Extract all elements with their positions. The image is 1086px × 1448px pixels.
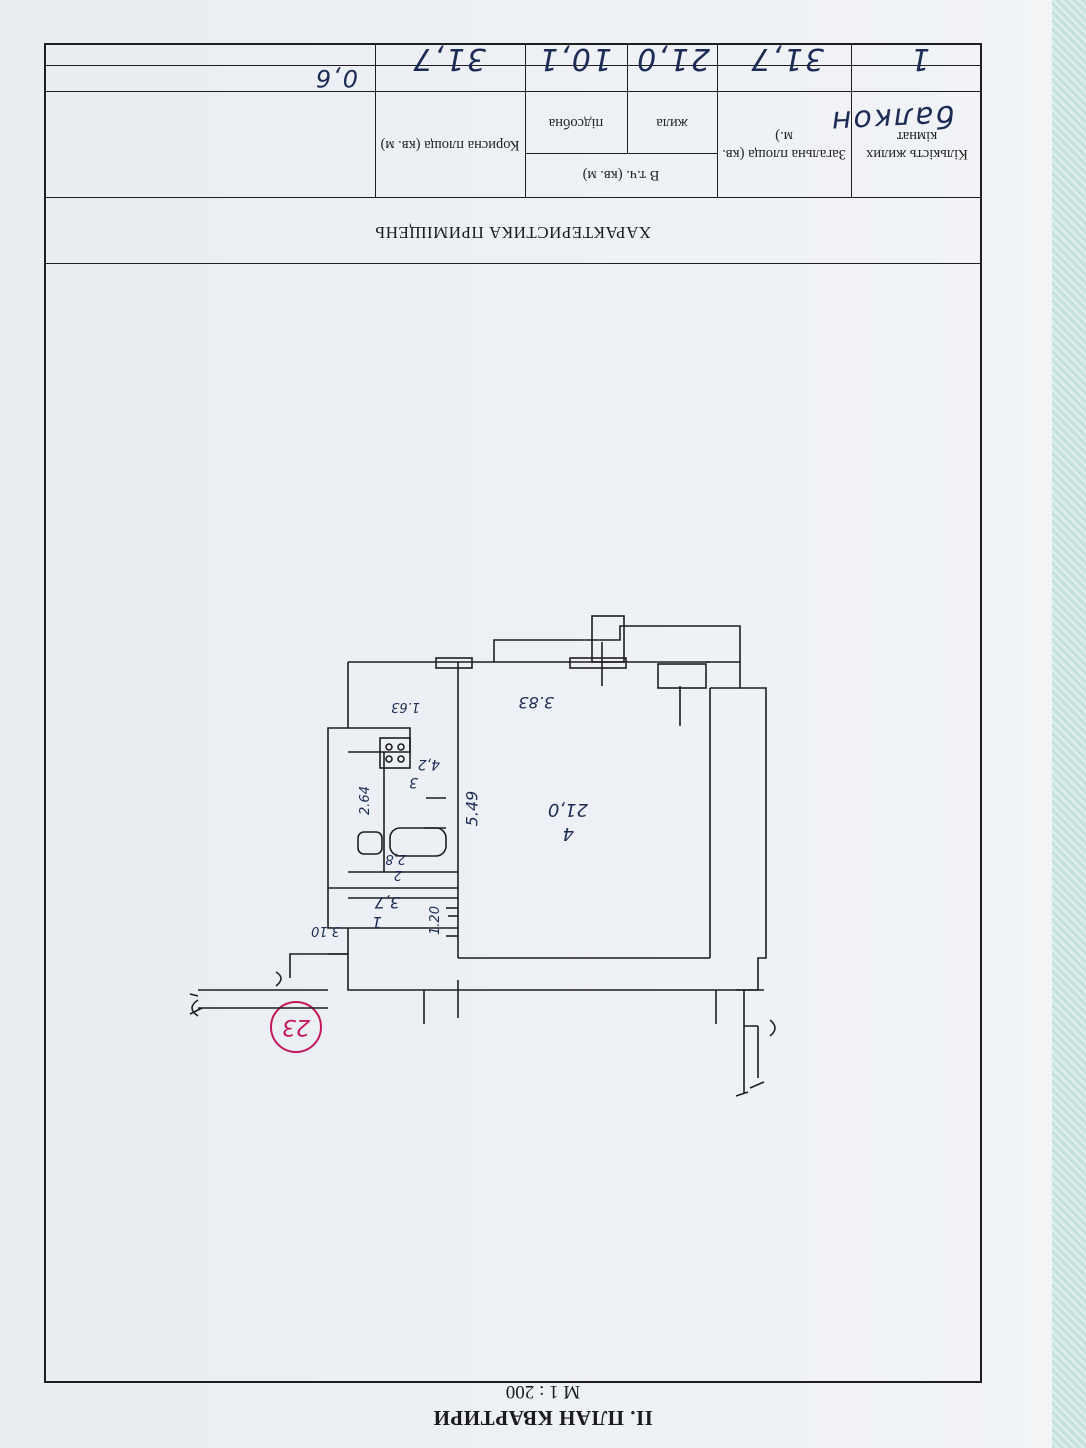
room-3-area: 4,2 xyxy=(417,756,440,772)
table-values-rule xyxy=(44,91,982,92)
header-including: В т.ч. (кв. м) xyxy=(582,167,660,184)
room-4-area: 21,0 xyxy=(547,799,588,820)
room-2-area: 2,8 xyxy=(385,851,406,866)
table-top-rule xyxy=(44,263,982,264)
room-3-number: 3 xyxy=(409,774,418,790)
room-4-dim-length: 5.49 xyxy=(462,790,482,827)
room-4-dim-width: 3.83 xyxy=(518,693,554,712)
value-balcony-area: 0,6 xyxy=(313,64,358,92)
form-frame xyxy=(44,43,982,1383)
value-living-area: 21,0 xyxy=(635,41,710,76)
room-1-dim-length: 3.10 xyxy=(311,923,340,938)
balcony-label: балкон xyxy=(829,97,955,140)
room-1-number: 1 xyxy=(371,913,382,932)
room-1-area: 3,7 xyxy=(374,893,400,912)
value-rooms-count: 1 xyxy=(908,41,930,76)
page-heading: II. ПЛАН КВАРТИРИ xyxy=(433,1406,653,1430)
room-2-number: 2 xyxy=(393,867,402,882)
value-total-area: 31,7 xyxy=(749,41,824,76)
room-4-number: 4 xyxy=(562,823,574,844)
header-useful-area: Корисна площа (кв. м) xyxy=(380,137,520,154)
room-3-dim-length: 2.64 xyxy=(358,786,374,815)
unit-number-stamp: 23 xyxy=(270,1001,322,1053)
scale-label: М 1 : 200 xyxy=(505,1381,581,1402)
value-useful-area: 31,7 xyxy=(411,41,486,76)
table-header-rule xyxy=(44,197,982,198)
unit-number: 23 xyxy=(282,1014,310,1040)
header-living: жила xyxy=(656,115,688,132)
room-1-dim-width: 1.20 xyxy=(428,906,444,935)
table-extra-rule xyxy=(44,65,982,66)
header-auxiliary: підсобна xyxy=(548,115,604,132)
value-auxiliary-area: 10,1 xyxy=(537,41,612,76)
folder-edge-stripe xyxy=(1052,0,1086,1448)
room-3-dim-width: 1.63 xyxy=(391,699,420,714)
table-heading: ХАРАКТЕРИСТИКА ПРИМІЩЕНЬ xyxy=(374,223,652,242)
